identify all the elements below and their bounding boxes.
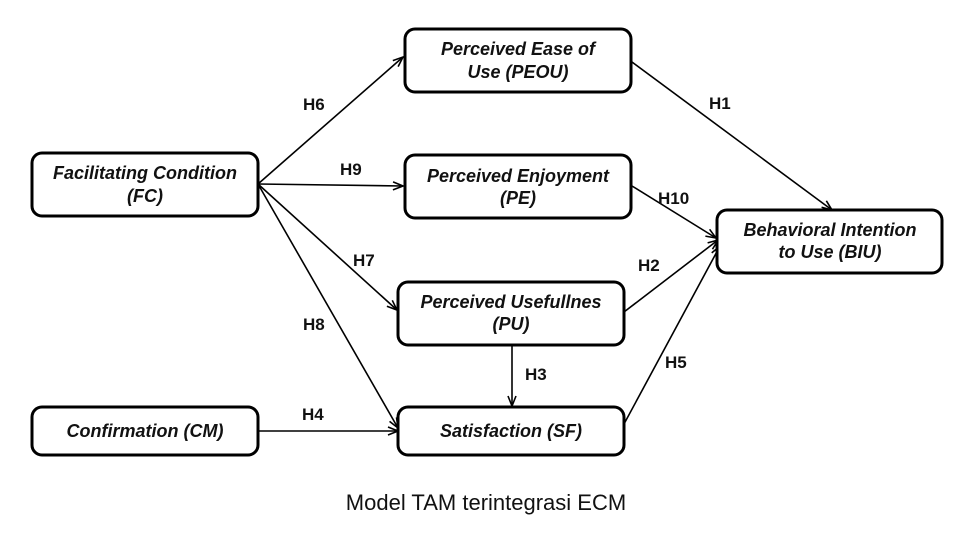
node-pe: Perceived Enjoyment (PE) xyxy=(403,153,633,220)
hypothesis-label-h4: H4 xyxy=(302,405,324,424)
edge-h5 xyxy=(623,246,720,425)
node-pu-line-1: Perceived Usefullnes xyxy=(420,292,601,312)
node-fc: Facilitating Condition (FC) xyxy=(30,151,260,218)
node-biu: Behavioral Intention to Use (BIU) xyxy=(715,208,944,275)
hypothesis-label-h5: H5 xyxy=(665,353,687,372)
edge-h7 xyxy=(257,183,397,310)
node-peou: Perceived Ease of Use (PEOU) xyxy=(403,27,633,94)
node-pe-line-2: (PE) xyxy=(500,188,536,208)
node-peou-line-1: Perceived Ease of xyxy=(441,39,597,59)
node-fc-line-2: (FC) xyxy=(127,186,163,206)
hypothesis-label-h7: H7 xyxy=(353,251,375,270)
hypothesis-label-h1: H1 xyxy=(709,94,731,113)
hypothesis-label-h8: H8 xyxy=(303,315,325,334)
node-fc-line-1: Facilitating Condition xyxy=(53,163,237,183)
node-sf-line-1: Satisfaction (SF) xyxy=(440,421,582,441)
node-peou-line-2: Use (PEOU) xyxy=(467,62,568,82)
node-biu-line-1: Behavioral Intention xyxy=(743,220,916,240)
edge-h10 xyxy=(631,185,716,238)
edge-h8 xyxy=(257,183,398,428)
edge-h6 xyxy=(257,57,403,185)
node-pu: Perceived Usefullnes (PU) xyxy=(396,280,626,347)
figure-caption: Model TAM terintegrasi ECM xyxy=(345,490,627,515)
hypothesis-label-h2: H2 xyxy=(638,256,660,275)
node-cm: Confirmation (CM) xyxy=(30,405,260,457)
node-pu-line-2: (PU) xyxy=(493,314,530,334)
node-cm-line-1: Confirmation (CM) xyxy=(67,421,224,441)
edge-h2 xyxy=(623,240,718,313)
hypothesis-label-h6: H6 xyxy=(303,95,325,114)
node-pe-line-1: Perceived Enjoyment xyxy=(427,166,610,186)
node-sf: Satisfaction (SF) xyxy=(396,405,626,457)
hypothesis-label-h10: H10 xyxy=(658,189,689,208)
hypothesis-label-h3: H3 xyxy=(525,365,547,384)
node-biu-line-2: to Use (BIU) xyxy=(779,242,882,262)
hypothesis-label-h9: H9 xyxy=(340,160,362,179)
edge-h9 xyxy=(257,184,403,186)
edge-h1 xyxy=(631,61,832,210)
